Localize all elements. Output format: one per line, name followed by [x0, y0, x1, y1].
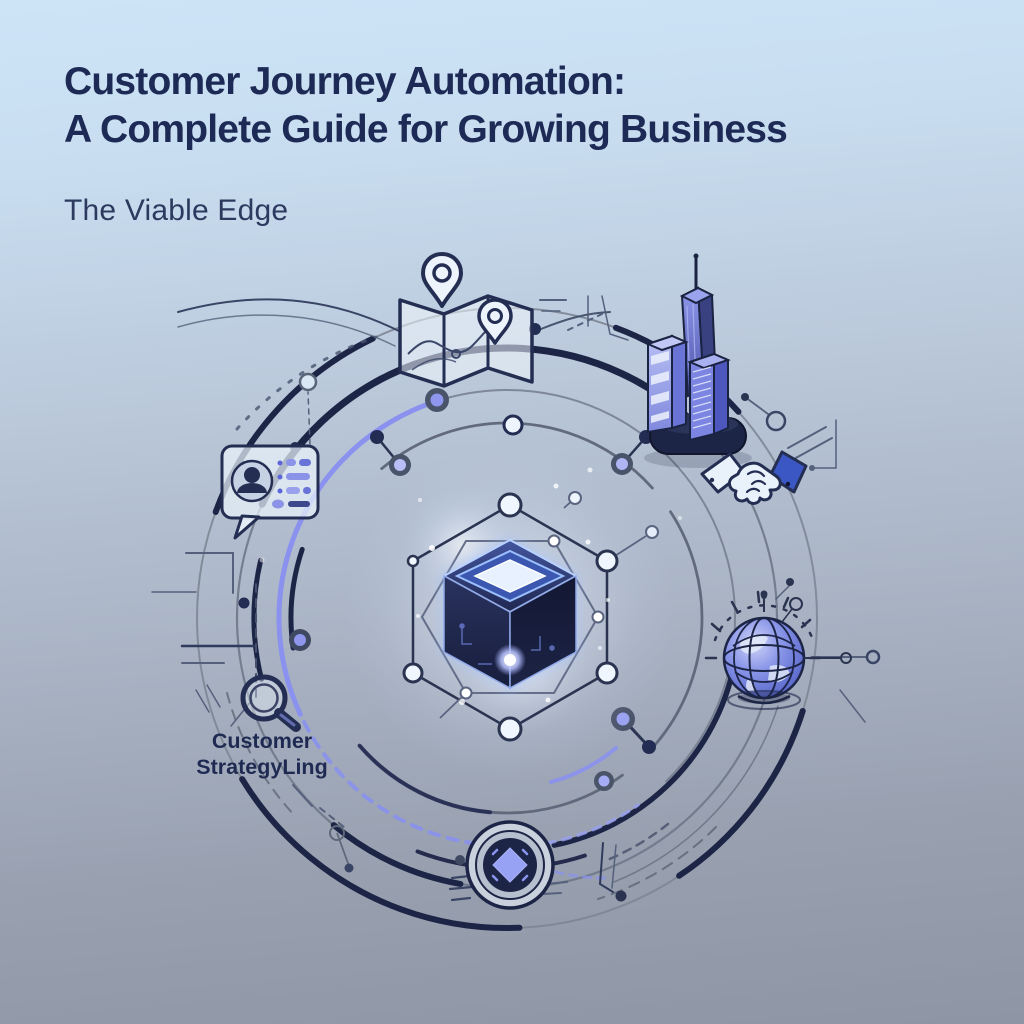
chip-diamond-badge: [465, 820, 555, 910]
label-line-2: StrategyLing: [196, 755, 327, 779]
skyscrapers-icon: [644, 253, 752, 468]
center-label: Customer StrategyLing: [196, 729, 327, 779]
profile-text-rows: [272, 459, 311, 509]
magnifier-icon: [240, 674, 301, 732]
brand-subtitle: The Viable Edge: [64, 194, 289, 227]
label-line-1: Customer: [212, 729, 313, 753]
globe-icon: [704, 590, 852, 710]
customer-profile-icon: [220, 444, 320, 540]
sparkles: [259, 467, 682, 705]
header: Customer Journey Automation: A Complete …: [64, 58, 788, 154]
handshake-icon: [700, 450, 808, 505]
title-line-2: A Complete Guide for Growing Business: [64, 108, 788, 151]
automation-cube: [259, 467, 682, 705]
map-pins-icon: [398, 252, 534, 388]
page-title: Customer Journey Automation: A Complete …: [64, 58, 788, 154]
title-line-1: Customer Journey Automation:: [64, 60, 626, 103]
